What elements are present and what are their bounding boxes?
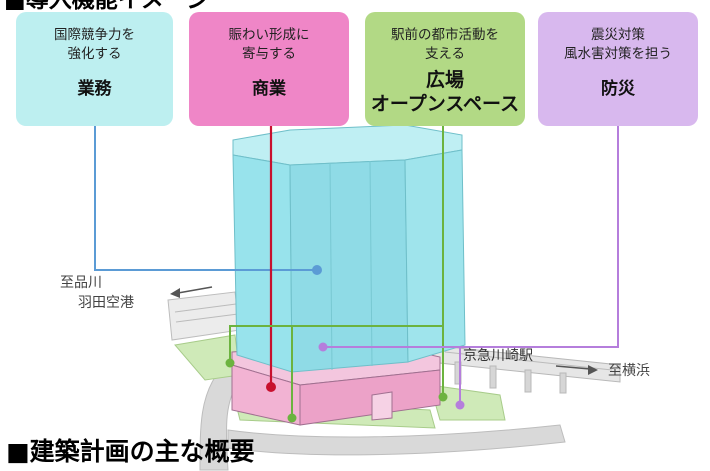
section-heading-overview: ■建築計画の主な概要 [6,437,255,466]
tower-right-face [404,149,466,363]
desc-line: 国際競争力を [54,27,135,43]
desc-line: 風水害対策を担う [564,46,672,62]
leader-line-business [94,126,317,271]
direction-label-yokohama: 至横浜 [608,363,650,379]
desc-line: 賑わい形成に [228,27,310,43]
direction-label-haneda: 羽田空港 [78,295,134,311]
leader-dot-disaster [455,400,465,410]
desc-line: 駅前の都市活動を [391,27,499,43]
card-description: 賑わい形成に 寄与する [189,26,349,64]
leader-dot-plaza [225,358,235,368]
section-heading-functions: ■導入機能イメージ [4,0,210,13]
tower-left-face [232,154,293,373]
leader-dot-business [312,265,322,275]
leader-line-disaster [323,126,619,348]
title-line: 広場 [425,69,464,91]
rail-line [174,303,237,313]
desc-line: 震災対策 [591,27,645,43]
card-description: 震災対策 風水害対策を担う [538,26,698,64]
leader-line-plaza-branch [229,325,443,363]
rail-line [444,351,613,371]
tower-edge [329,162,333,371]
desc-line: 寄与する [242,46,296,62]
tower-edge [369,160,373,367]
leader-dot-plaza [438,392,448,402]
plaza-green-right [429,384,506,421]
title-line: オープンスペース [370,93,520,115]
function-card-disaster-prevention: 震災対策 風水害対策を担う 防災 [538,12,698,126]
card-title: 商業 [189,78,349,100]
tower-front-face [289,159,409,373]
card-description: 駅前の都市活動を 支える [365,26,525,64]
card-title: 広場 オープンスペース [365,68,525,116]
leader-dot-disaster [318,342,328,352]
podium-side [299,369,441,426]
desc-line: 強化する [67,46,122,62]
desc-line: 支える [424,46,466,62]
rail-line [175,313,239,323]
road-band [227,424,566,456]
function-card-commerce: 賑わい形成に 寄与する 商業 [189,12,349,126]
function-card-plaza: 駅前の都市活動を 支える 広場 オープンスペース [365,12,525,126]
station-pillar [559,372,567,394]
card-description: 国際競争力を 強化する [16,26,173,64]
title-line: 業務 [77,79,112,99]
station-label: 京急川崎駅 [463,348,533,364]
leader-dot-commerce [266,382,276,392]
station-pillar [524,369,532,393]
function-card-business: 国際競争力を 強化する 業務 [16,12,173,126]
direction-label-shinagawa: 至品川 [60,275,102,291]
leader-dot-plaza [287,413,297,423]
title-line: 防災 [601,79,635,99]
station-pillar [489,365,497,389]
podium-notch [371,391,393,421]
arrow-to-shinagawa [170,286,213,298]
card-title: 業務 [16,78,173,100]
title-line: 商業 [252,79,286,99]
card-title: 防災 [538,78,698,100]
arrow-to-yokohama [555,365,598,375]
